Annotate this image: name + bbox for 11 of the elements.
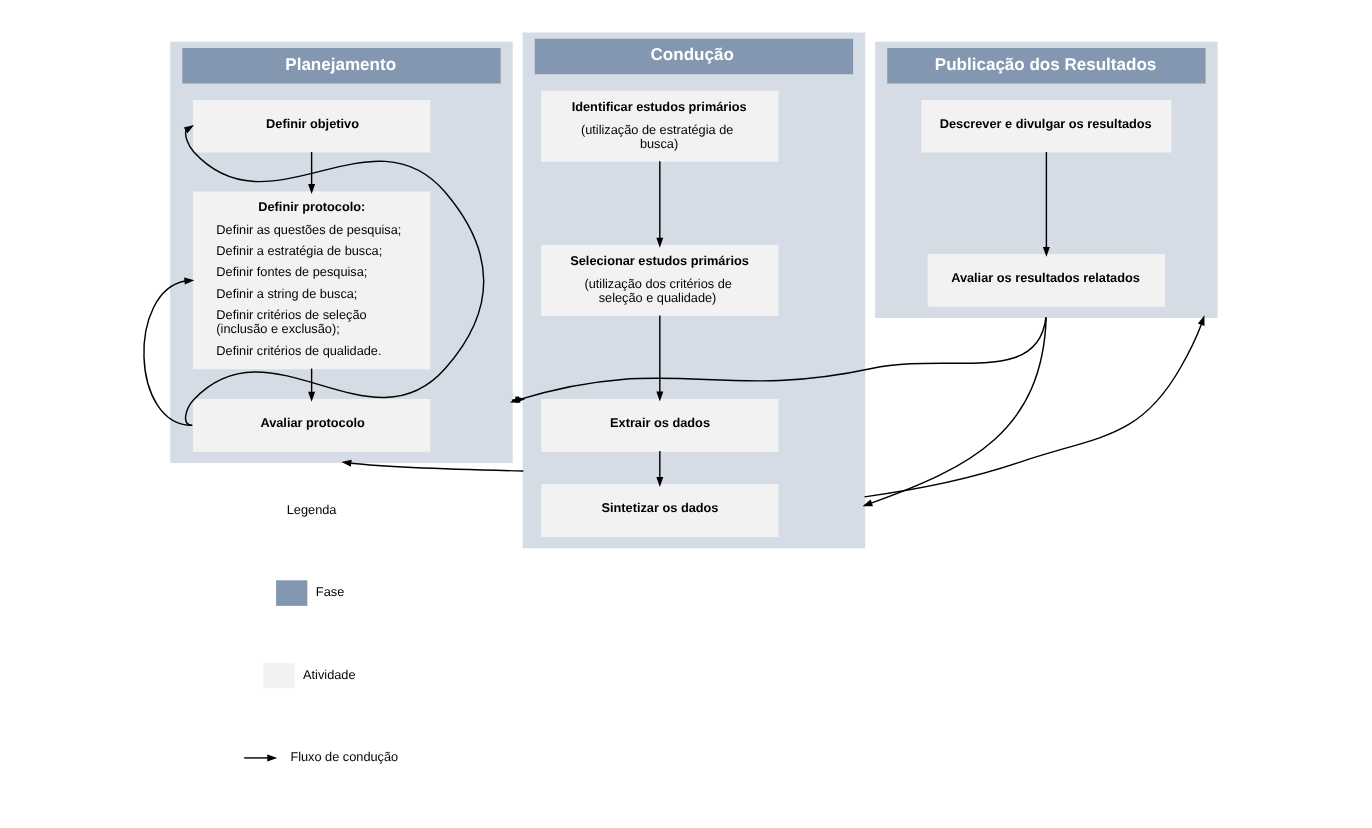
arrow xyxy=(1042,151,1050,257)
arrow xyxy=(183,125,485,427)
arrow xyxy=(308,151,316,194)
arrow xyxy=(143,277,195,427)
arrow xyxy=(656,160,664,248)
arrow xyxy=(656,450,664,487)
arrow xyxy=(308,367,316,402)
arrow xyxy=(656,314,664,402)
arrow xyxy=(341,459,525,472)
arrow xyxy=(862,316,1047,507)
arrow xyxy=(863,315,1205,498)
